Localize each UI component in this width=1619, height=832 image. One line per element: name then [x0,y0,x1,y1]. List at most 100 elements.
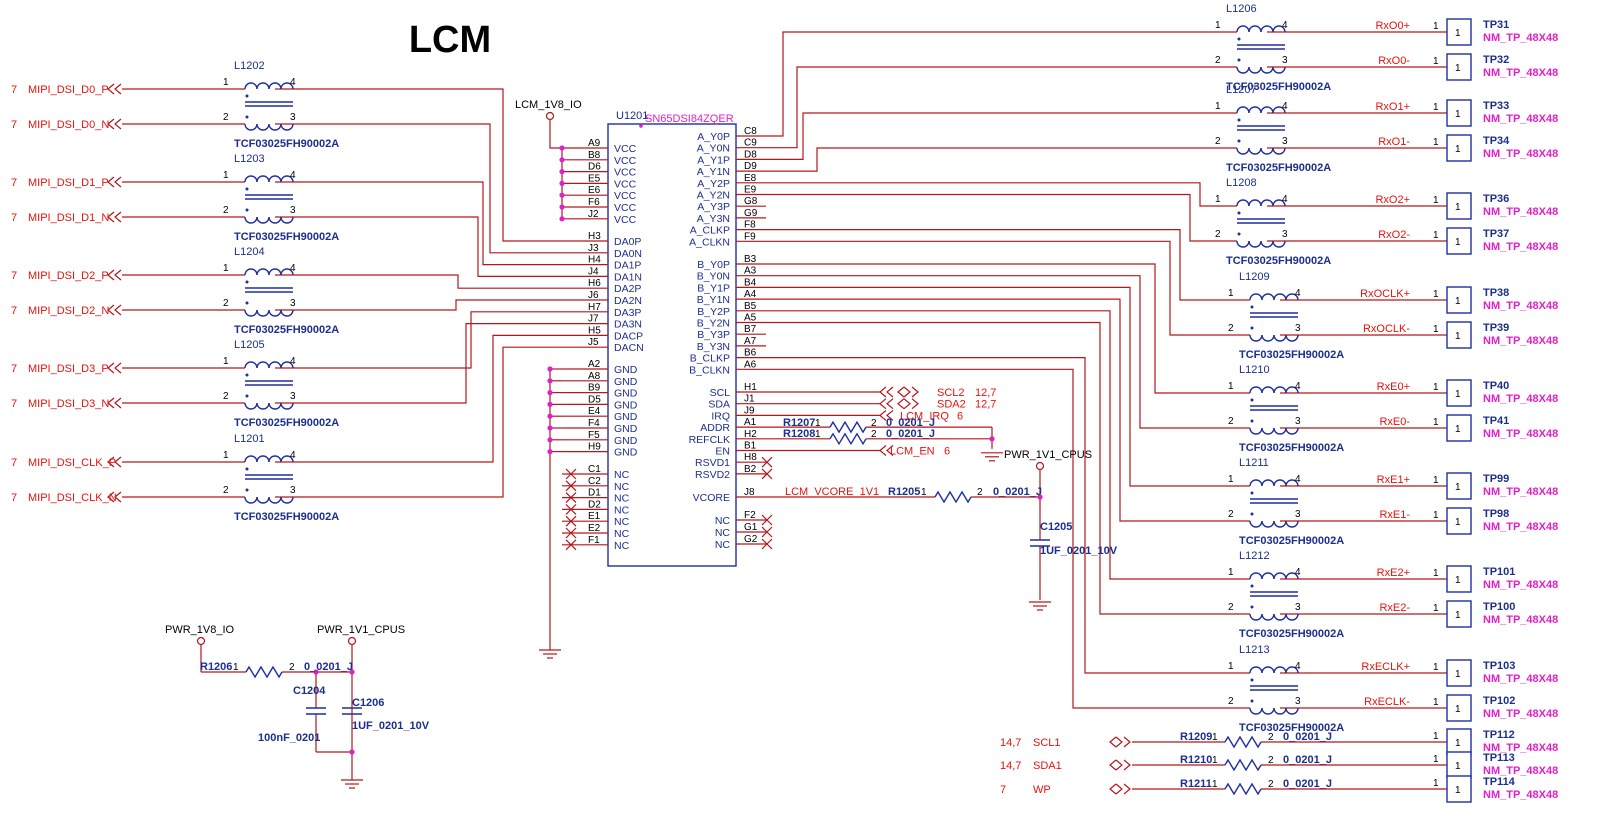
testpoint-refdes: TP39 [1483,322,1509,334]
pin-number: 1 [1433,778,1439,789]
pin-number: 1 [1433,510,1439,521]
testpoint-refdes: TP34 [1483,135,1510,147]
offpage-connector [1109,759,1117,771]
ic-pin-number: J1 [744,394,755,405]
resistor [1224,735,1262,749]
no-connect-icon [761,514,773,526]
pin-number: 2 [1268,732,1274,743]
cap-value: 1UF_0201_10V [352,720,430,732]
no-connect-icon [761,468,773,480]
pin-number: 1 [1433,137,1439,148]
pin-number: 1 [921,487,927,498]
choke-coil [1261,427,1275,435]
power-label: PWR_1V1_CPUS [317,624,405,636]
resistor [1224,758,1262,772]
ic-pin-name: DA1P [614,260,641,272]
offpage-connector [107,456,115,468]
ic-pin-number: B1 [744,441,757,452]
choke-coil [256,268,270,276]
net-page: 7 [11,177,17,189]
choke-coil [256,123,270,131]
net-label: LCM_VCORE_1V1 [785,486,879,498]
pin-number: 3 [1282,229,1288,240]
ic-pin-name: GND [614,423,638,435]
offpage-connector [114,83,122,95]
pin-number: 2 [1228,416,1234,427]
net-page: 14,7 [1000,737,1021,749]
choke-dot [1237,37,1241,41]
net-label: MIPI_DSI_D0_P [28,84,109,96]
testpoint-box [1446,99,1472,127]
testpoint-box [1446,53,1472,81]
testpoint-part: NM_TP_48X48 [1483,428,1558,440]
ic-pin-name: NC [614,516,630,528]
choke-refdes: L1208 [1226,177,1257,189]
ic-pin-number: A6 [744,359,757,370]
net-label: MIPI_DSI_D3_P [28,363,109,375]
testpoint-part: NM_TP_48X48 [1483,206,1558,218]
choke-coil [1272,66,1286,74]
ic-pin-name: A_CLKP [690,225,730,237]
testpoint-part: NM_TP_48X48 [1483,300,1558,312]
pin-number: 1 [1455,109,1461,120]
ic-pin-number: E1 [588,511,601,522]
offpage-connector [886,445,894,456]
ic-pin-name: NC [614,493,630,505]
junction-dot [559,216,565,222]
choke-coil [1248,147,1262,155]
ic-pin-name: NC [715,527,731,539]
net-page: 7 [1000,784,1006,796]
choke-dot [1237,211,1241,215]
pin-number: 1 [1455,610,1461,621]
choke-coil [1273,479,1287,487]
ic-pin-number: F6 [588,197,600,208]
junction-dot [547,378,553,384]
ic-pin-name: RSVD1 [695,457,730,469]
offpage-connector [1115,759,1123,771]
pin-number: 3 [1282,55,1288,66]
choke-coil [1273,293,1287,301]
choke-coil [1260,25,1274,33]
pin-number: 1 [1455,575,1461,586]
testpoint-refdes: TP114 [1483,776,1516,788]
ic-pin-name: GND [614,388,638,400]
ic-pin-name: NC [614,528,630,540]
resistor [829,420,867,434]
ic-pin-name: NC [614,481,630,493]
choke-coil [1249,334,1263,342]
wire [305,311,562,369]
pin-number: 1 [1433,289,1439,300]
ic-pin-name: DACN [614,342,644,354]
net-label: LCM_IRQ [900,410,949,422]
choke-coil [1248,199,1262,207]
junction-dot [1037,494,1043,500]
choke-part: TCF03025FH90002A [234,324,339,336]
offpage-connector [114,491,122,503]
choke-coil [1249,707,1263,715]
wire [305,123,562,254]
choke-coil [1249,520,1263,528]
wire [766,182,1212,207]
pin-number: 2 [871,418,877,429]
testpoint-box [1446,134,1472,162]
choke-coil [268,496,282,504]
net-label: MIPI_DSI_D0_N [28,119,109,131]
testpoint-refdes: TP113 [1483,752,1515,764]
junction-dot [559,180,565,186]
net-page: 7 [11,84,17,96]
testpoint-refdes: TP31 [1483,19,1509,31]
junction-dot [559,157,565,163]
offpage-connector [114,269,122,281]
choke-coil [244,309,258,317]
no-connect-icon [761,538,773,550]
pin-number: 2 [223,391,229,402]
no-connect-icon [761,526,773,538]
no-connect-icon [565,468,577,480]
choke-coil [244,175,258,183]
choke-coil [1273,386,1287,394]
net-page: 7 [11,363,17,375]
pin-number: 1 [1433,731,1439,742]
junction-dot [989,436,995,442]
ic-pin-number: A2 [588,359,601,370]
